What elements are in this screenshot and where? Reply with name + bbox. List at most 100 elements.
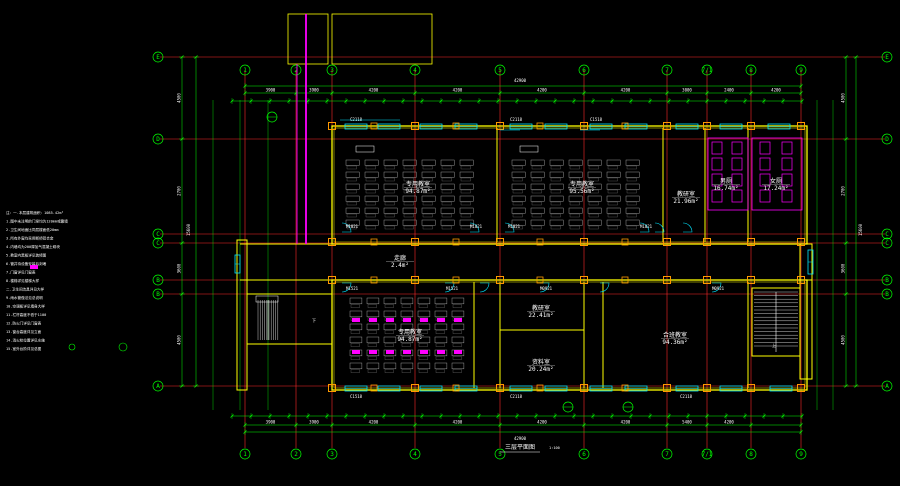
door-tag: M1021 <box>508 224 521 229</box>
desk-room-3-chair <box>350 356 360 360</box>
desk-mark <box>420 318 428 322</box>
desk-room-1-chair <box>422 225 433 230</box>
desk-room-3 <box>366 323 380 331</box>
axis-label-left: A <box>156 383 160 390</box>
pilaster <box>370 238 378 246</box>
door-north <box>504 222 515 233</box>
desk-room-1-chair <box>384 201 395 206</box>
axis-label-left: D <box>156 136 160 143</box>
desk-room-3-chair <box>418 369 428 373</box>
desk-room-2-chair <box>588 225 599 230</box>
desk-room-2 <box>511 207 526 214</box>
axis-label-bottom: 7 <box>665 451 669 458</box>
desk-room-2 <box>587 159 602 166</box>
desk-room-1-chair <box>403 225 414 230</box>
desk-room-3 <box>383 336 397 344</box>
desk-room-3-chair <box>435 356 445 360</box>
desk-room-1 <box>345 171 360 178</box>
east-end-wall <box>799 243 813 380</box>
desk-room-1 <box>440 219 455 226</box>
desk-room-3 <box>417 336 431 344</box>
desk-room-2 <box>568 207 583 214</box>
axis-bubble-bottom <box>661 448 673 460</box>
desk-room-3 <box>383 297 397 305</box>
column <box>328 384 336 392</box>
desk-room-1 <box>364 183 379 190</box>
toilet-cubicle-m <box>711 141 723 155</box>
desk-mark <box>403 350 411 354</box>
desk-room-2 <box>606 207 621 214</box>
axis-label-top: 4 <box>413 67 417 74</box>
desk-room-1 <box>459 171 474 178</box>
desk-room-3 <box>383 310 397 318</box>
dim-text: 3900 <box>309 88 319 93</box>
dim-text: 3600 <box>841 263 846 273</box>
legend-symbol <box>68 343 76 351</box>
axis-label-right: C <box>885 231 889 238</box>
desk-mark <box>369 350 377 354</box>
desk-room-1 <box>345 207 360 214</box>
axis-label-right: C <box>885 240 889 247</box>
desk-room-3-chair <box>350 343 360 347</box>
axis-bubble-bottom <box>326 448 338 460</box>
note-line: 12.防火门详见门窗表 <box>6 321 42 326</box>
desk-room-2 <box>625 159 640 166</box>
window-tag: C2118 <box>510 394 523 399</box>
desk-room-2-chair <box>607 189 618 194</box>
desk-room-3 <box>434 362 448 370</box>
axis-label-top: 3 <box>330 67 334 74</box>
axis-label-right: A <box>885 383 889 390</box>
toilet-cubicle-m2 <box>731 141 743 155</box>
desk-room-2-chair <box>626 201 637 206</box>
note-line: 9.雨水管做法见总说明 <box>6 295 43 300</box>
axis-label-top: 7/1 <box>702 67 713 74</box>
axis-bubble-right <box>881 274 893 286</box>
desk-room-3 <box>366 362 380 370</box>
dim-text: 4500 <box>177 335 182 345</box>
door-north <box>639 222 650 233</box>
desk-room-1 <box>345 159 360 166</box>
column <box>580 276 588 284</box>
teacher-desk <box>519 145 539 153</box>
desk-room-2 <box>549 171 564 178</box>
desk-room-2-chair <box>531 189 542 194</box>
desk-room-2-chair <box>569 225 580 230</box>
desk-room-2-chair <box>607 225 618 230</box>
desk-room-1 <box>345 183 360 190</box>
desk-room-2-chair <box>512 213 523 218</box>
desk-room-2 <box>606 159 621 166</box>
desk-room-2 <box>568 159 583 166</box>
desk-mark <box>437 318 445 322</box>
axis-label-top: 9 <box>799 67 803 74</box>
door-tag: M1021 <box>470 224 483 229</box>
desk-room-1 <box>402 183 417 190</box>
desk-room-3-chair <box>350 304 360 308</box>
stair-down-label: 下 <box>312 318 316 323</box>
desk-room-1 <box>402 159 417 166</box>
desk-room-2-chair <box>569 165 580 170</box>
overall-top: 42900 <box>514 78 527 83</box>
dim-text: 4200 <box>621 420 631 425</box>
desk-room-3-chair <box>452 330 462 334</box>
desk-mark <box>454 350 462 354</box>
dim-text: 4200 <box>771 88 781 93</box>
door-tag: M0921 <box>540 286 553 291</box>
column <box>580 122 588 130</box>
column <box>580 238 588 246</box>
desk-room-2-chair <box>569 177 580 182</box>
desk-room-2 <box>511 195 526 202</box>
desk-room-2-chair <box>588 177 599 182</box>
pilaster <box>621 122 629 130</box>
door-tag: M1521 <box>346 286 359 291</box>
door-south <box>599 282 610 293</box>
room-area: 94.87m² <box>405 188 430 195</box>
axis-label-top: 6 <box>582 67 586 74</box>
desk-room-1 <box>440 159 455 166</box>
desk-room-1-chair <box>346 189 357 194</box>
desk-room-1-chair <box>403 201 414 206</box>
drawing-scale: 1:100 <box>549 446 560 450</box>
desk-room-1 <box>364 171 379 178</box>
desk-room-1-chair <box>460 225 471 230</box>
room-area: 22.41m² <box>528 312 553 319</box>
